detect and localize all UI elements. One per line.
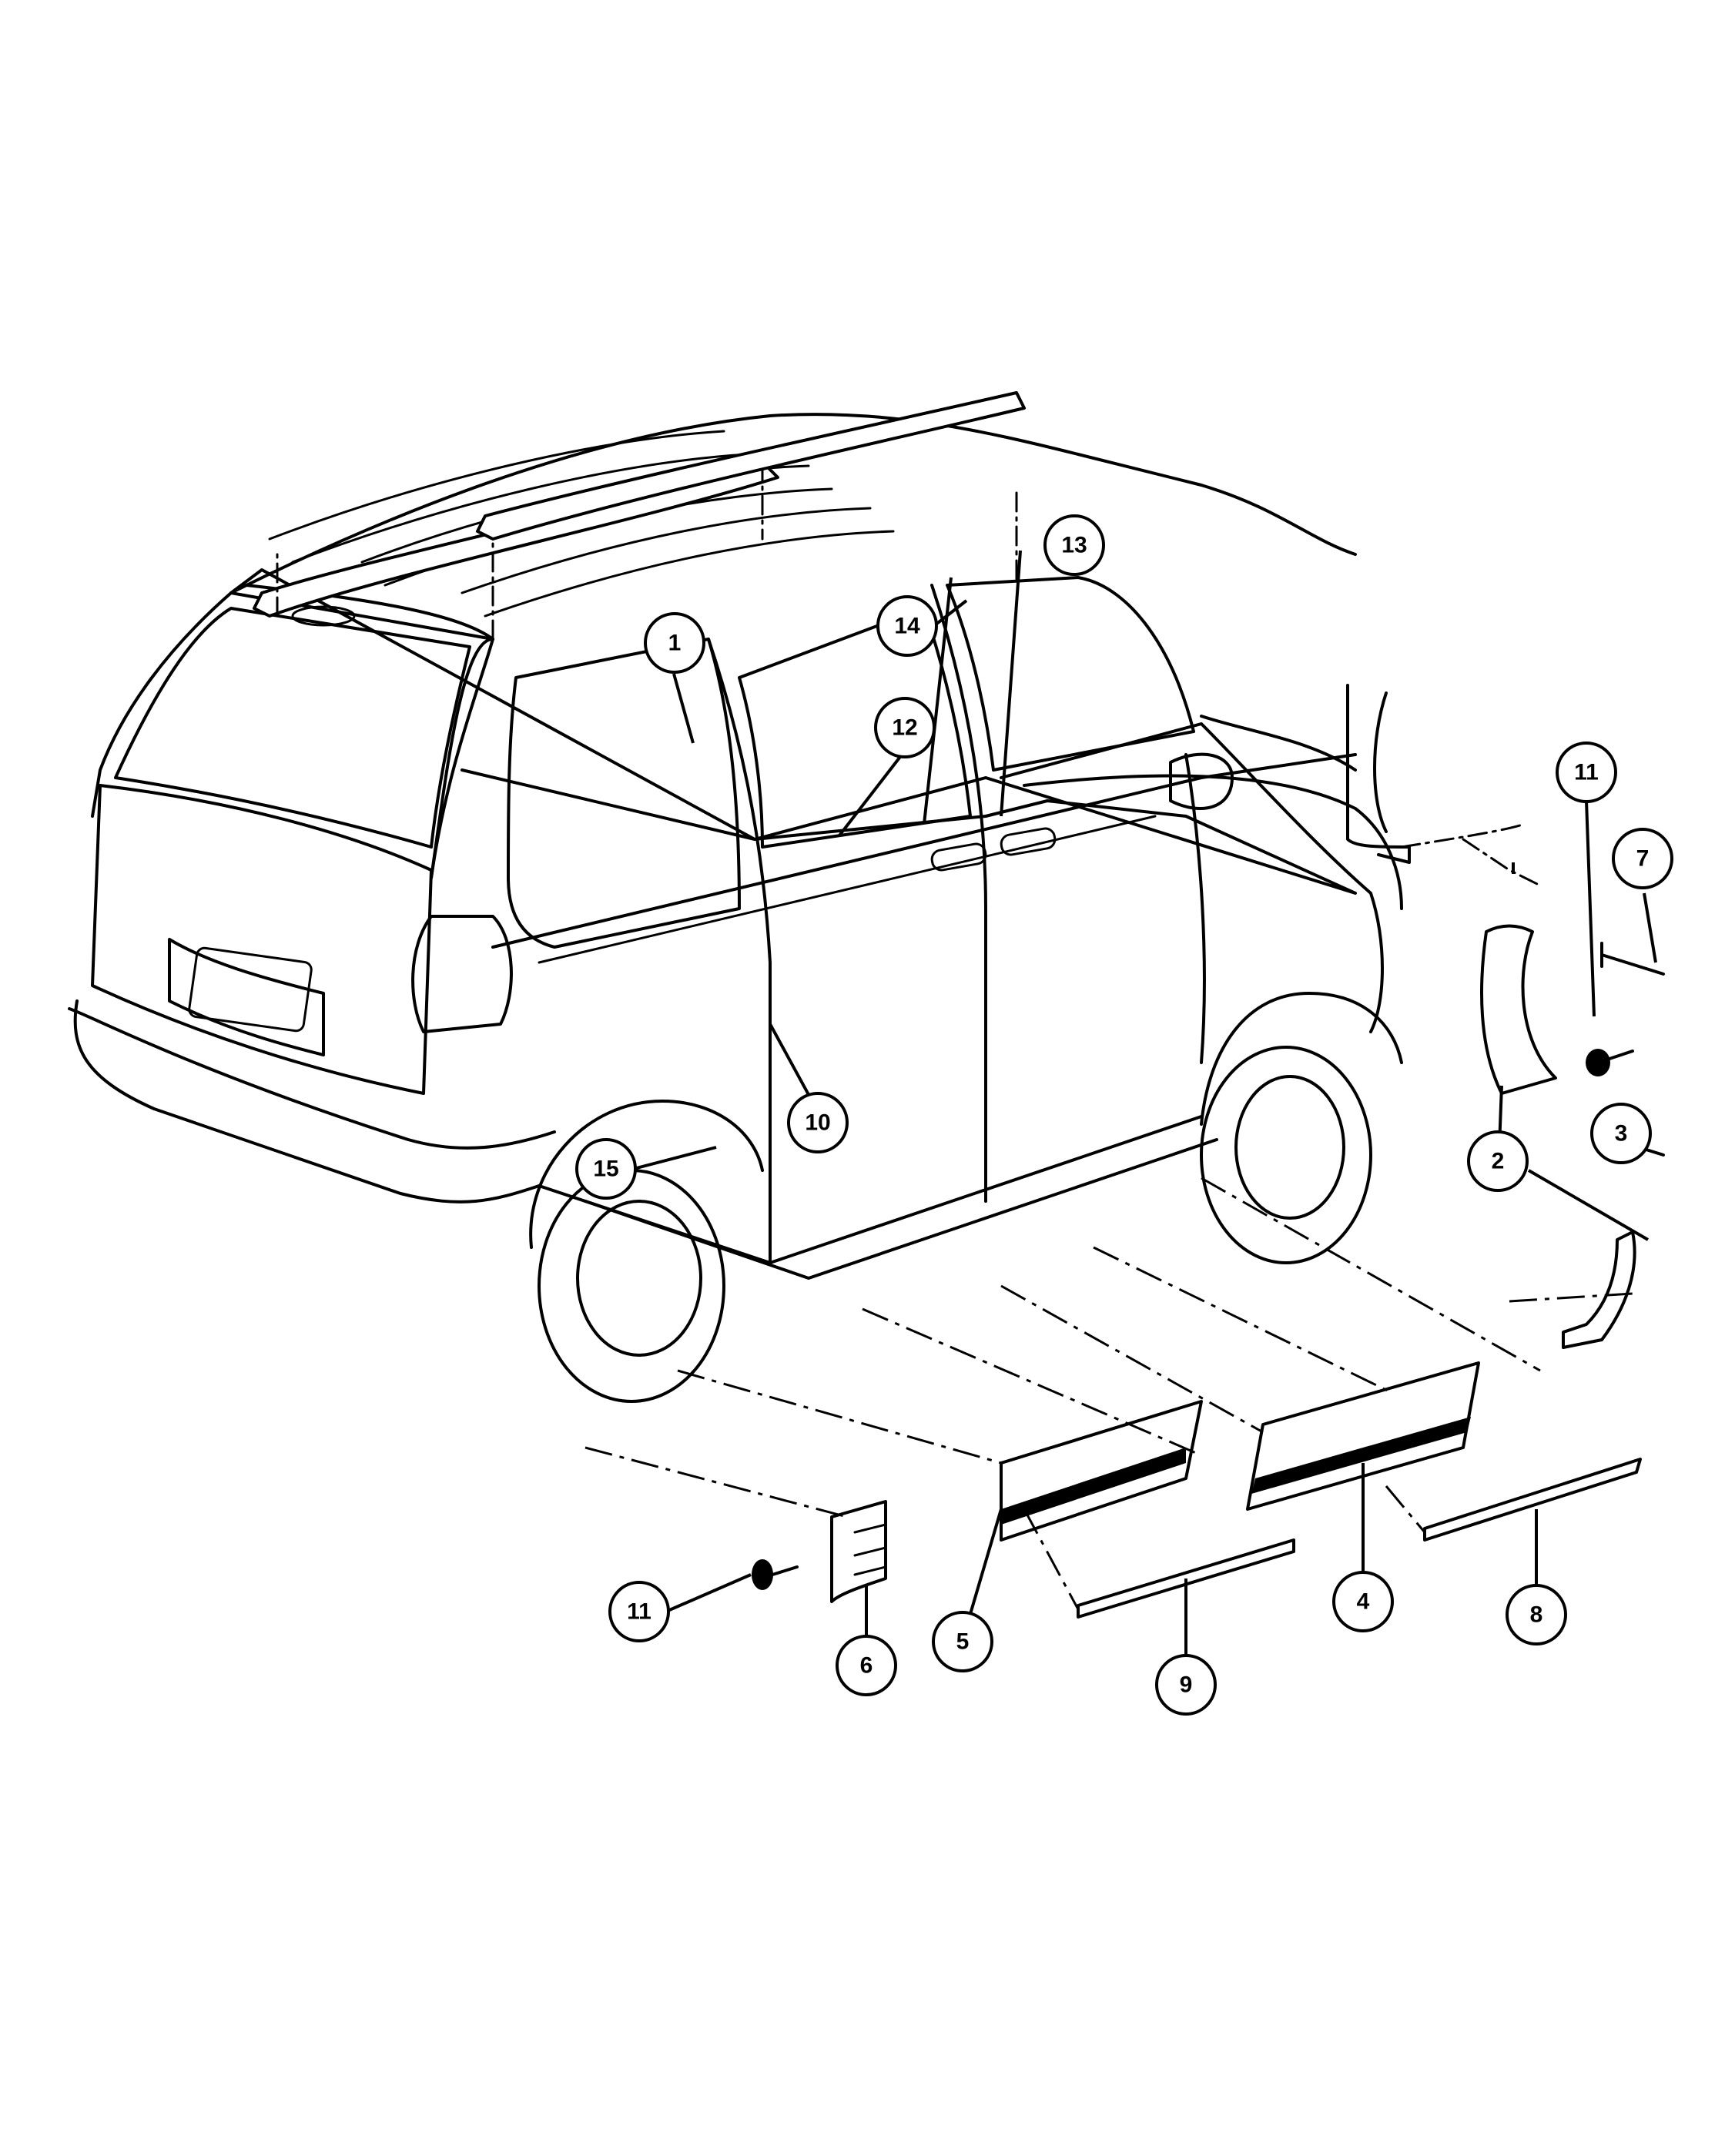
rear-door-molding	[1000, 1400, 1203, 1542]
front-fender-flare	[1480, 924, 1636, 1349]
callout-12-label: 12	[892, 715, 917, 741]
callout-14-label: 14	[894, 614, 920, 639]
callout-4: 4	[1332, 1571, 1394, 1632]
callout-8: 8	[1506, 1584, 1567, 1645]
callout-3-label: 3	[1615, 1121, 1628, 1147]
callout-5: 5	[932, 1611, 993, 1672]
callout-8-label: 8	[1530, 1602, 1543, 1628]
callout-1-label: 1	[668, 631, 682, 656]
callout-7-label: 7	[1636, 846, 1650, 872]
callout-3: 3	[1590, 1103, 1652, 1164]
callout-4-label: 4	[1357, 1589, 1370, 1615]
callout-11-upper: 11	[1556, 742, 1617, 803]
callout-10-label: 10	[805, 1110, 830, 1136]
callout-10: 10	[787, 1092, 849, 1153]
push-pin-fastener-lower	[752, 1559, 799, 1590]
quarter-flare-piece	[830, 1500, 887, 1603]
callout-9-label: 9	[1180, 1672, 1193, 1698]
callout-5-label: 5	[956, 1629, 970, 1655]
callout-14: 14	[876, 595, 938, 657]
callout-2-label: 2	[1492, 1149, 1505, 1174]
callout-15-label: 15	[593, 1157, 618, 1182]
callout-15: 15	[575, 1138, 637, 1200]
leader-lines	[627, 550, 1657, 1690]
callout-9: 9	[1155, 1654, 1217, 1716]
callout-6-label: 6	[860, 1653, 873, 1679]
callout-13-label: 13	[1061, 533, 1087, 558]
callout-1: 1	[644, 612, 705, 674]
callout-11-lower-label: 11	[627, 1599, 651, 1625]
roof-rack-rail-left	[253, 460, 779, 618]
callout-11-upper-label: 11	[1574, 760, 1599, 785]
fender-detail-inset	[1346, 684, 1542, 887]
push-pin-fastener-upper	[1586, 1049, 1634, 1076]
placement-lines	[584, 1177, 1633, 1610]
callout-6: 6	[836, 1635, 897, 1696]
callout-12: 12	[874, 697, 936, 758]
roof-rack-rail-right	[476, 391, 1026, 541]
minivan-illustration	[68, 413, 1403, 1403]
fastener-7	[1600, 942, 1665, 976]
callout-13: 13	[1043, 514, 1105, 576]
callout-11-lower: 11	[608, 1581, 670, 1642]
front-door-molding	[1246, 1361, 1480, 1511]
narrow-molding-strip-8	[1423, 1458, 1642, 1542]
callout-7: 7	[1612, 828, 1673, 889]
callout-2: 2	[1467, 1130, 1529, 1192]
